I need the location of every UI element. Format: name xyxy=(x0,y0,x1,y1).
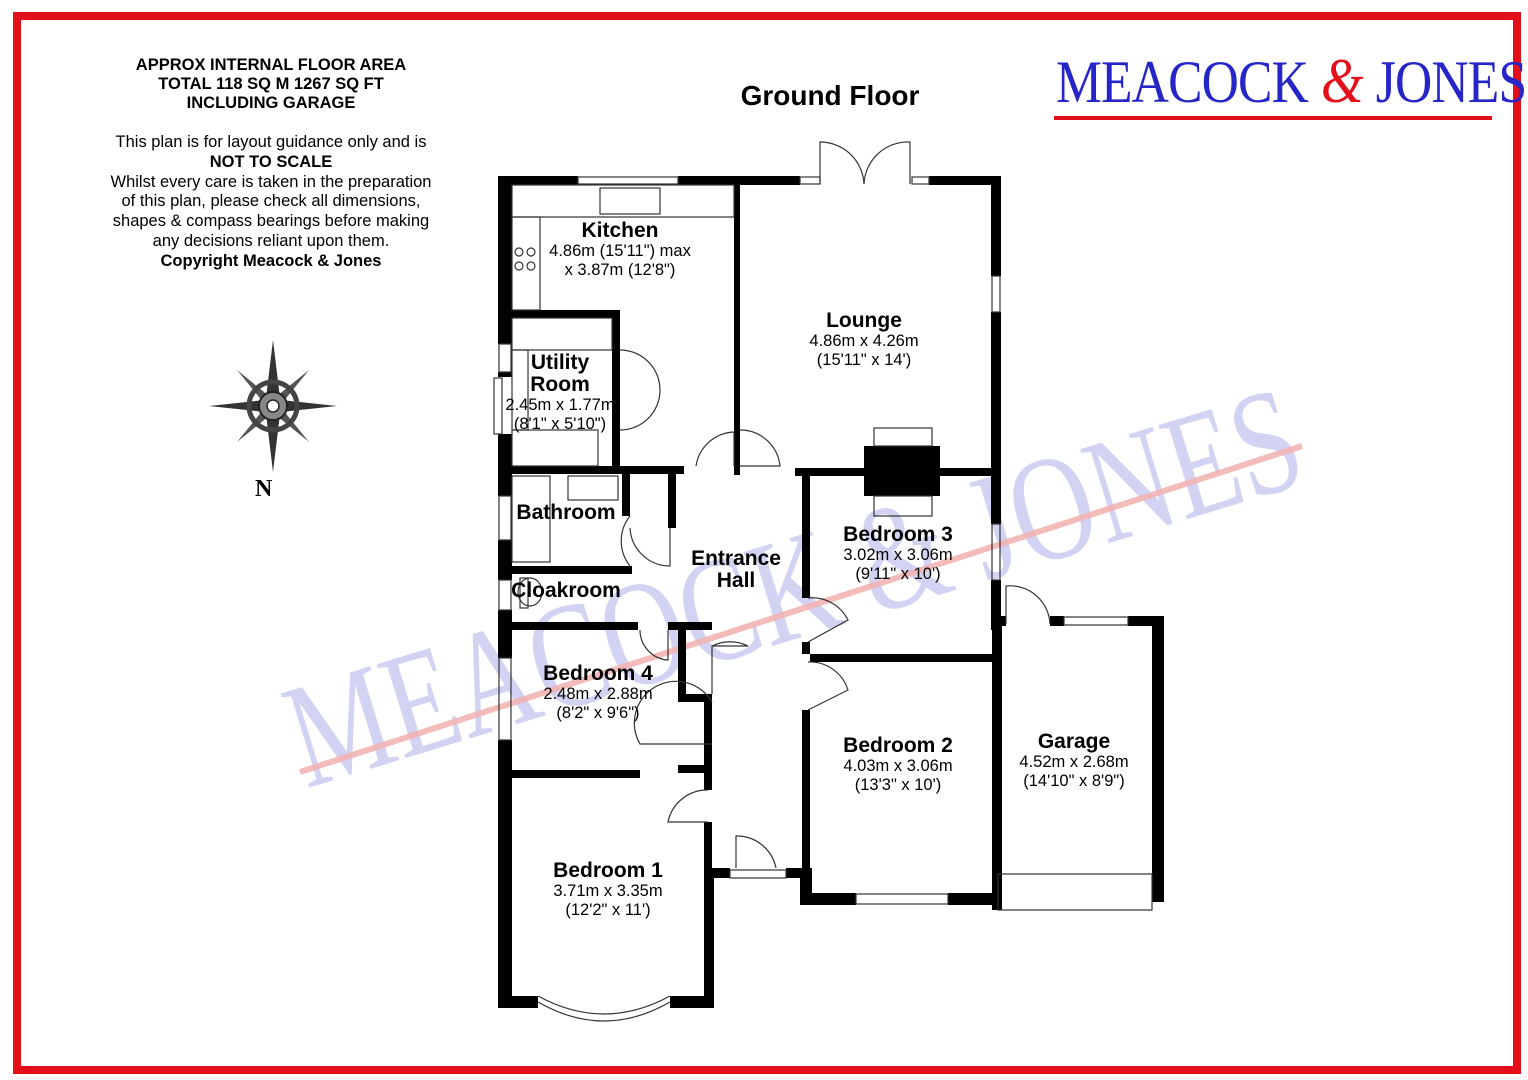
area-line-2: TOTAL 118 SQ M 1267 SQ FT xyxy=(158,75,384,93)
room-entrance-hall: Entrance Hall xyxy=(676,548,796,592)
north-label: N xyxy=(255,476,273,502)
room-dimensions-imperial: (9'11" x 10') xyxy=(855,565,941,583)
room-dimensions-imperial: (13'3" x 10') xyxy=(854,776,942,794)
disclaimer-line-5: shapes & compass bearings before making xyxy=(112,212,430,231)
room-name: Entrance xyxy=(691,547,781,570)
room-name: Utility xyxy=(530,351,590,374)
disclaimer-line-4: of this plan, please check all dimension… xyxy=(121,192,421,211)
room-bathroom: Bathroom xyxy=(506,502,626,524)
room-cloakroom: Cloakroom xyxy=(506,580,626,602)
room-name: Bedroom 3 xyxy=(843,523,953,546)
room-name-line-2: Room xyxy=(530,373,590,396)
watermark-line xyxy=(299,443,1303,775)
room-dimensions: 4.52m x 2.68m xyxy=(1019,753,1129,771)
bedroom2-window xyxy=(855,893,949,905)
room-dimensions-imperial: (8'2" x 9'6") xyxy=(556,704,640,722)
room-dimensions: 3.02m x 3.06m xyxy=(843,546,953,564)
room-dimensions-imperial: (8'1" x 5'10") xyxy=(513,415,607,433)
room-garage: Garage 4.52m x 2.68m (14'10" x 8'9") xyxy=(994,731,1154,791)
floor-area-info: APPROX INTERNAL FLOOR AREA TOTAL 118 SQ … xyxy=(86,56,456,272)
floor-title: Ground Floor xyxy=(740,80,920,111)
room-name: Kitchen xyxy=(581,219,659,242)
room-dimensions: 4.86m x 4.26m xyxy=(809,332,919,350)
room-dimensions: 2.45m x 1.77m xyxy=(505,396,615,414)
room-dimensions-imperial: (14'10" x 8'9") xyxy=(1023,772,1125,790)
room-bedroom-2: Bedroom 2 4.03m x 3.06m (13'3" x 10') xyxy=(798,735,998,795)
copyright: Copyright Meacock & Jones xyxy=(160,251,382,270)
garage-door xyxy=(997,873,1153,911)
walls xyxy=(498,176,1164,1008)
disclaimer-line-2: NOT TO SCALE xyxy=(209,152,333,171)
room-name: Lounge xyxy=(826,309,902,332)
disclaimer-line-6: any decisions reliant upon them. xyxy=(152,231,390,250)
logo-underline xyxy=(1054,116,1492,120)
disclaimer-line-3: Whilst every care is taken in the prepar… xyxy=(110,172,432,191)
compass-rose-icon xyxy=(209,340,337,472)
room-dimensions: 3.71m x 3.35m xyxy=(553,882,663,900)
room-name-line-2: Hall xyxy=(716,569,756,592)
area-line-3: INCLUDING GARAGE xyxy=(186,94,356,112)
room-dimensions: 4.86m (15'11") max xyxy=(549,242,691,260)
room-utility: Utility Room 2.45m x 1.77m (8'1" x 5'10"… xyxy=(490,352,630,434)
room-dimensions-imperial: (15'11" x 14') xyxy=(816,351,912,369)
area-line-1: APPROX INTERNAL FLOOR AREA xyxy=(135,56,407,74)
room-kitchen: Kitchen 4.86m (15'11") max x 3.87m (12'8… xyxy=(520,220,720,280)
logo-text: MEACOCK & JONES xyxy=(1056,45,1527,116)
room-name: Bedroom 4 xyxy=(543,662,653,685)
room-name: Bedroom 1 xyxy=(553,859,663,882)
disclaimer-line-1: This plan is for layout guidance only an… xyxy=(115,133,427,151)
room-bedroom-4: Bedroom 4 2.48m x 2.88m (8'2" x 9'6") xyxy=(498,663,698,723)
room-name: Bedroom 2 xyxy=(843,734,953,757)
room-dimensions: 4.03m x 3.06m xyxy=(843,757,953,775)
room-bedroom-3: Bedroom 3 3.02m x 3.06m (9'11" x 10') xyxy=(798,524,998,584)
room-dimensions: 2.48m x 2.88m xyxy=(543,685,653,703)
room-name: Garage xyxy=(1037,730,1111,753)
bay-window xyxy=(537,1001,671,1022)
lounge-window xyxy=(991,275,1001,313)
agency-logo: MEACOCK & JONES xyxy=(1052,40,1527,122)
room-lounge: Lounge 4.86m x 4.26m (15'11" x 14') xyxy=(764,310,964,370)
room-bedroom-1: Bedroom 1 3.71m x 3.35m (12'2" x 11') xyxy=(508,860,708,920)
fixtures xyxy=(493,141,1153,1022)
page-border xyxy=(13,12,1521,1074)
room-name: Bathroom xyxy=(516,501,616,524)
kitchen-window xyxy=(577,176,679,185)
room-name: Cloakroom xyxy=(511,579,621,602)
room-dimensions-imperial: (12'2" x 11') xyxy=(565,901,651,919)
bedroom4-window xyxy=(498,657,512,741)
room-dimensions-imperial: x 3.87m (12'8") xyxy=(564,261,676,279)
